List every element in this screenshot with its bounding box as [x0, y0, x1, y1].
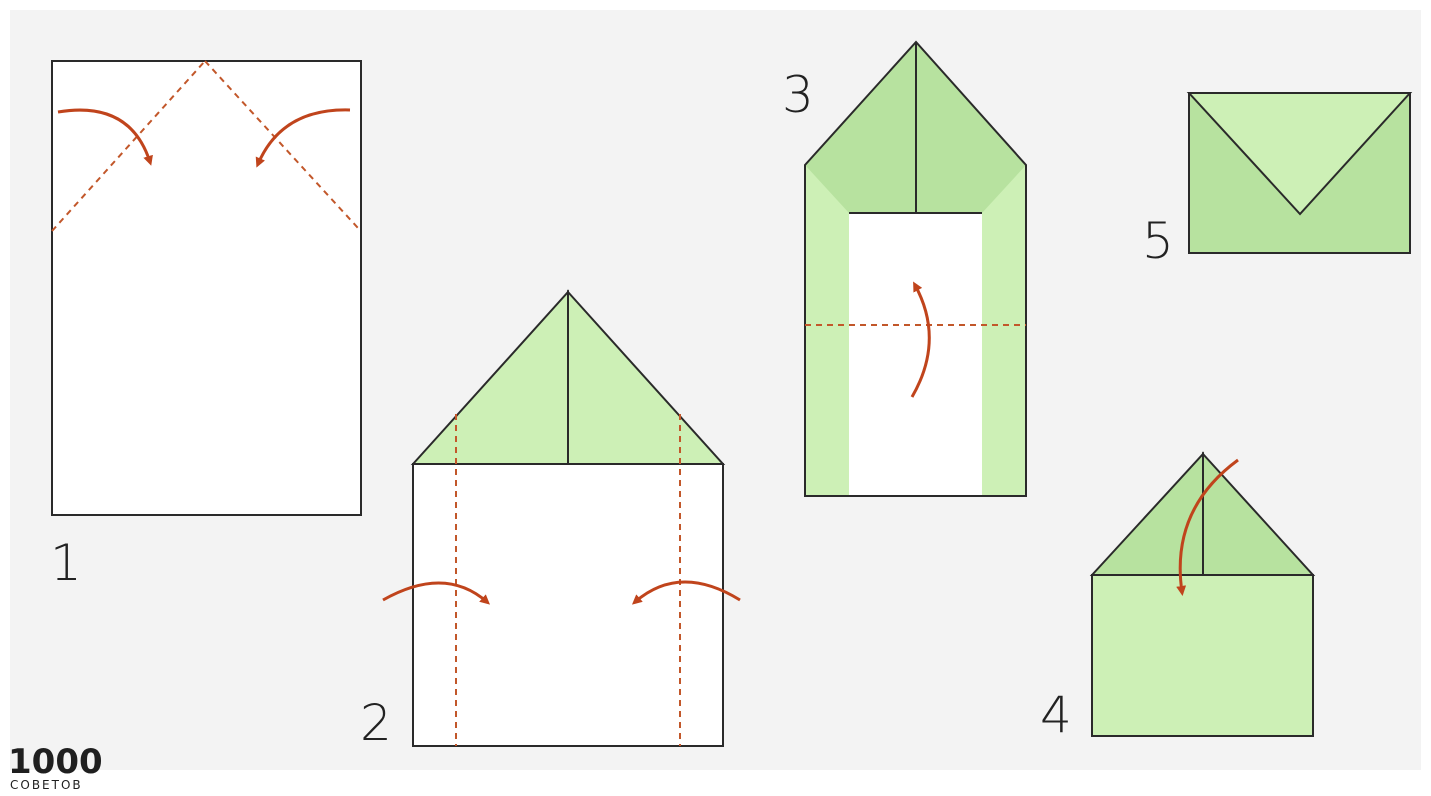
step-5-envelope: [1186, 92, 1413, 254]
step-2-sheet: [382, 289, 741, 747]
step-1-fold-line-left: [51, 60, 206, 232]
step-3-sheet: [804, 40, 1027, 497]
step-3-top-flap-left: [805, 42, 916, 213]
step-number-3: 3: [782, 66, 814, 124]
step-3-top-flap-right: [916, 42, 1026, 213]
logo: 1000 СОВЕТОВ: [8, 742, 103, 792]
step-3-side-band-right: [982, 165, 1026, 496]
step-number-2: 2: [360, 694, 392, 752]
step-number-1: 1: [50, 534, 82, 592]
step-5-envelope-flap: [1186, 92, 1413, 216]
step-1-paper: [51, 60, 362, 516]
step-1-arrow-left: [57, 108, 153, 166]
step-4-arrow: [1176, 458, 1239, 596]
step-3-arrow: [910, 281, 931, 398]
step-1-arrow-right: [255, 108, 351, 168]
step-2-folded-flap-right: [567, 289, 726, 465]
step-number-4: 4: [1040, 686, 1072, 744]
step-1-fold-line-right: [204, 60, 359, 229]
step-1-sheet: [51, 60, 362, 516]
step-4-flap-right: [1202, 451, 1316, 576]
step-2-arrow-left: [382, 581, 491, 605]
step-4-sheet: [1089, 451, 1316, 737]
step-2-paper: [412, 463, 724, 747]
step-4-body: [1091, 574, 1314, 737]
step-3-center-paper: [849, 213, 982, 496]
logo-word: СОВЕТОВ: [10, 778, 83, 792]
step-number-5: 5: [1142, 212, 1174, 270]
logo-mark: 1000: [8, 742, 103, 782]
step-3-outline: [804, 40, 1027, 497]
step-3-side-band-left: [805, 165, 849, 496]
step-2-arrow-right: [631, 580, 741, 605]
